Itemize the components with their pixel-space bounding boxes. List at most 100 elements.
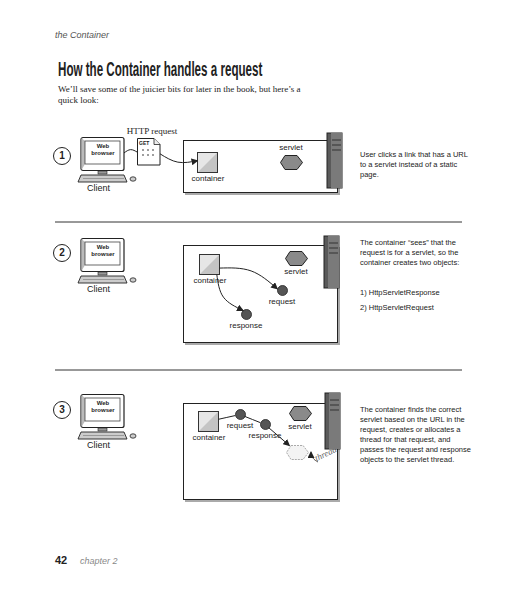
tower-slot (330, 405, 339, 406)
monitor-screen (85, 398, 120, 421)
client-label: Web browser (87, 143, 119, 157)
paper-fold (154, 139, 160, 145)
server-tower (325, 393, 340, 449)
server-tower (327, 133, 342, 188)
node-label: container (185, 174, 231, 183)
intro-text: We’ll save some of the juicier bits for … (58, 84, 308, 106)
client-label: Web browser (87, 400, 119, 414)
shape-art (198, 411, 219, 432)
document-label: HTTP request (121, 126, 183, 136)
container-shade (199, 412, 218, 431)
node-label: response (222, 321, 270, 330)
tower-slot (332, 140, 341, 141)
shape-art (235, 409, 246, 420)
monitor-shade (82, 138, 86, 170)
keyboard-keys (83, 279, 124, 280)
container-shade (200, 255, 219, 274)
servlet-shape: servlet (278, 251, 314, 281)
connector (219, 416, 236, 420)
servlet-shape: servlet (282, 406, 318, 436)
tower-body (324, 236, 339, 288)
paper (138, 139, 161, 166)
node-label: servlet (267, 143, 315, 152)
client-label: Client (87, 183, 131, 193)
object-list-item: 1) HttpServletResponse (360, 288, 472, 298)
connector (124, 150, 138, 153)
object-list-item: 2) HttpServletRequest (360, 303, 472, 313)
container-box: container (192, 411, 226, 443)
tower-slot (330, 400, 339, 401)
object-circle: response (226, 309, 266, 333)
node-label: container (186, 433, 232, 442)
server-frame: container servlet (183, 140, 338, 193)
node-label: response (241, 431, 289, 440)
tower-body (327, 133, 342, 188)
scribble-dot (152, 149, 154, 151)
connector (217, 275, 243, 311)
container-square (198, 153, 218, 173)
object-circle: request (220, 409, 260, 433)
mouse (130, 278, 136, 282)
shape-art (260, 419, 271, 430)
client-label: Client (87, 284, 131, 294)
shape-art (286, 445, 309, 460)
object-dot (260, 420, 270, 430)
connector (245, 416, 261, 422)
tower-slot (330, 410, 339, 411)
scribble-dot (147, 154, 149, 156)
chapter-footer: chapter 2 (80, 556, 160, 567)
mouse (130, 434, 136, 438)
client-label: Web browser (87, 244, 119, 258)
running-header: the Container (55, 30, 205, 41)
tower-face (329, 393, 340, 449)
connector (269, 428, 290, 446)
node-label: servlet (276, 422, 324, 431)
tower-slot (329, 243, 338, 244)
keyboard (78, 175, 127, 182)
tower-slot (329, 248, 338, 249)
node-label: servlet (272, 267, 320, 276)
step-description: User clicks a link that has a URL to a s… (360, 150, 472, 180)
client-label: Client (87, 440, 131, 450)
server-tower (324, 236, 339, 288)
scribble-dot (142, 154, 144, 156)
container-square (200, 255, 220, 275)
server-frame: containerservletrequestresponse (183, 245, 338, 343)
connector (220, 268, 278, 289)
http-request-document: HTTP requestGET (125, 126, 179, 168)
step-description: The container finds the correct servlet … (360, 405, 472, 465)
shape-art (199, 254, 220, 275)
callout-number: 3 (53, 401, 71, 419)
step-description: The container “sees” that the request is… (360, 238, 472, 268)
document-label: GET (139, 140, 149, 146)
scribble-dot (147, 149, 149, 151)
separator-rule (55, 222, 462, 223)
tower-slot (332, 150, 341, 151)
monitor (81, 239, 124, 272)
client-computer: Web browserClient (79, 394, 137, 452)
servlet-hexagon (290, 407, 312, 421)
callout-number: 2 (53, 244, 71, 262)
monitor-stand (98, 272, 107, 275)
scribble-dot (142, 149, 144, 151)
node-label: container (187, 276, 233, 285)
mouse (130, 177, 136, 181)
monitor-shade (82, 395, 86, 427)
shape-art (197, 152, 218, 173)
tower-slot (329, 253, 338, 254)
leader-arrow (311, 452, 318, 462)
servlet-shape: servlet (273, 143, 309, 173)
servlet-hexagon (286, 252, 308, 266)
keyboard-keys (83, 178, 124, 179)
servlet-hexagon (281, 156, 303, 170)
connector-group (124, 150, 289, 446)
connector (160, 154, 198, 163)
shape-art (280, 155, 303, 170)
client-computer: Web browserClient (79, 137, 137, 195)
callout-text: 2 (54, 245, 70, 260)
server-frame: containerrequestresponseservletthread (183, 403, 338, 500)
callout-text: 1 (54, 148, 70, 163)
scribble-dot (152, 154, 154, 156)
shape-art (277, 285, 288, 296)
monitor-screen (85, 242, 120, 265)
